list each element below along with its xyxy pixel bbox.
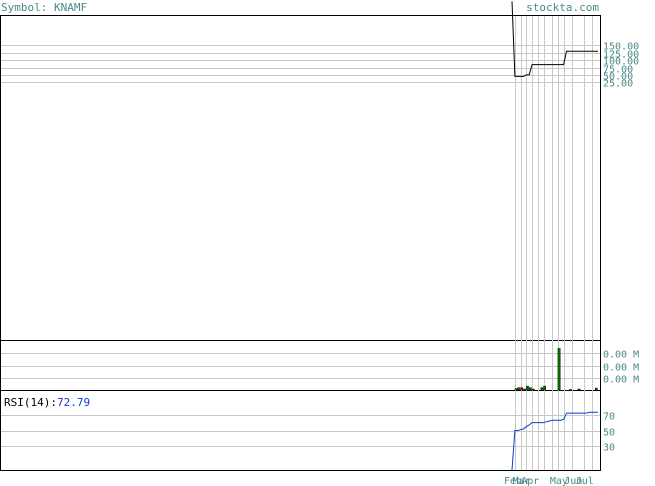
- volume-bar: [526, 385, 529, 391]
- volume-bar: [577, 388, 581, 391]
- volume-panel-frame: [0, 340, 601, 391]
- x-tick-label: Feb: [504, 476, 522, 486]
- brand-label: stockta.com: [526, 1, 599, 14]
- symbol-label: Symbol: KNAMF: [1, 1, 87, 14]
- grid-layer: [1, 16, 600, 470]
- volume-tick-label: 0.00 M: [603, 350, 639, 361]
- rsi-label: RSI(14):72.79: [4, 396, 90, 409]
- volume-bar: [540, 387, 544, 391]
- volume-bar: [517, 387, 521, 391]
- volume-bar: [529, 387, 532, 391]
- price-tick-label: 100.00: [603, 57, 639, 68]
- volume-bar: [520, 387, 524, 391]
- x-tick-label: Mar: [513, 476, 531, 486]
- rsi-tick-label: 70: [603, 412, 615, 423]
- x-tick-label: Jul: [576, 476, 594, 486]
- price-tick-label: 150.00: [603, 42, 639, 53]
- x-tick-label: May: [550, 476, 568, 486]
- volume-tick-label: 0.00 M: [603, 375, 639, 386]
- x-tick-label: Apr: [521, 476, 539, 486]
- price-panel-frame: [0, 15, 601, 341]
- rsi-tick-label: 30: [603, 443, 615, 454]
- marks-layer: [511, 1, 598, 471]
- rsi-line: [511, 411, 598, 471]
- price-line: [511, 1, 598, 77]
- rsi-label-text: RSI(14):: [4, 396, 57, 409]
- volume-bar: [543, 385, 546, 391]
- price-tick-label: 25.00: [603, 79, 633, 90]
- volume-tick-label: 0.00 M: [603, 363, 639, 374]
- x-tick-label: Jun: [564, 476, 582, 486]
- price-tick-label: 75.00: [603, 65, 633, 76]
- rsi-panel-frame: [0, 390, 601, 471]
- price-tick-label: 125.00: [603, 50, 639, 61]
- volume-bar: [514, 388, 518, 391]
- volume-bar: [594, 387, 598, 391]
- rsi-tick-label: 50: [603, 428, 615, 439]
- volume-bar: [569, 389, 572, 391]
- volume-bar: [531, 388, 535, 391]
- volume-bar: [557, 348, 561, 391]
- rsi-value: 72.79: [57, 396, 90, 409]
- price-tick-label: 50.00: [603, 72, 633, 83]
- volume-bar: [523, 388, 526, 391]
